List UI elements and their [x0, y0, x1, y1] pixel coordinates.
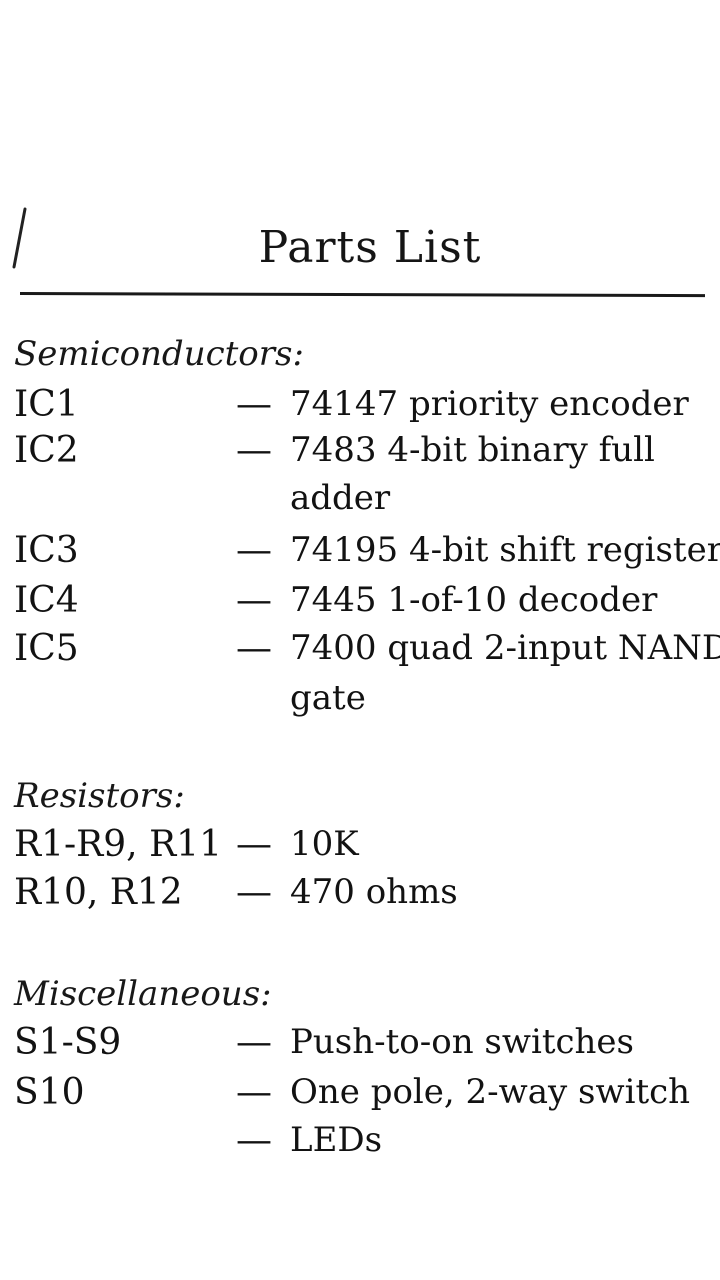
part-designator: IC3: [14, 530, 79, 571]
section-heading-miscellaneous: Miscellaneous:: [14, 974, 272, 1014]
parts-row: IC5 — 7400 quad 2-input NAND: [0, 628, 720, 676]
page-title: Parts List: [258, 222, 482, 273]
part-designator: IC5: [14, 628, 79, 669]
dash-separator: —: [236, 384, 272, 425]
dash-separator: —: [236, 1120, 272, 1161]
corner-pen-mark: [12, 207, 27, 269]
part-description: 470 ohms: [290, 872, 458, 912]
part-description: 7445 1-of-10 decoder: [290, 580, 658, 620]
section-heading-resistors: Resistors:: [14, 776, 185, 816]
dash-separator: —: [236, 1022, 272, 1063]
part-description: 74195 4-bit shift register: [290, 530, 720, 570]
dash-separator: —: [236, 530, 272, 571]
dash-separator: —: [236, 824, 272, 865]
part-description: 74147 priority encoder: [290, 384, 689, 424]
parts-row: — LEDs: [0, 1120, 720, 1168]
part-designator: S10: [14, 1072, 85, 1113]
parts-row: IC4 — 7445 1-of-10 decoder: [0, 580, 720, 628]
part-description: 7483 4-bit binary full: [290, 430, 655, 470]
part-description-continuation: adder: [290, 478, 391, 518]
part-description: Push-to-on switches: [290, 1022, 635, 1062]
dash-separator: —: [236, 628, 272, 669]
parts-row-continuation: adder: [0, 478, 720, 526]
part-designator: IC4: [14, 580, 79, 621]
dash-separator: —: [236, 872, 272, 913]
dash-separator: —: [236, 580, 272, 621]
part-description: 7400 quad 2-input NAND: [290, 628, 720, 668]
dash-separator: —: [236, 1072, 272, 1113]
parts-row: S10 — One pole, 2-way switch: [0, 1072, 720, 1120]
part-designator: IC1: [14, 384, 79, 425]
parts-row: R1-R9, R11 — 10K: [0, 824, 720, 872]
part-description: LEDs: [290, 1120, 383, 1160]
parts-row: IC3 — 74195 4-bit shift register: [0, 530, 720, 578]
parts-row: R10, R12 — 470 ohms: [0, 872, 720, 920]
part-designator: R10, R12: [14, 872, 183, 913]
part-designator: S1-S9: [14, 1022, 122, 1063]
dash-separator: —: [236, 430, 272, 471]
title-underline: [19, 292, 706, 298]
parts-row: S1-S9 — Push-to-on switches: [0, 1022, 720, 1070]
part-designator: IC2: [14, 430, 79, 471]
part-description: 10K: [290, 824, 359, 864]
parts-row: IC1 — 74147 priority encoder: [0, 384, 720, 432]
parts-row-continuation: gate: [0, 678, 720, 726]
part-description-continuation: gate: [290, 678, 366, 718]
parts-row: IC2 — 7483 4-bit binary full: [0, 430, 720, 478]
section-heading-semiconductors: Semiconductors:: [14, 334, 304, 374]
part-designator: R1-R9, R11: [14, 824, 222, 865]
part-description: One pole, 2-way switch: [290, 1072, 691, 1112]
